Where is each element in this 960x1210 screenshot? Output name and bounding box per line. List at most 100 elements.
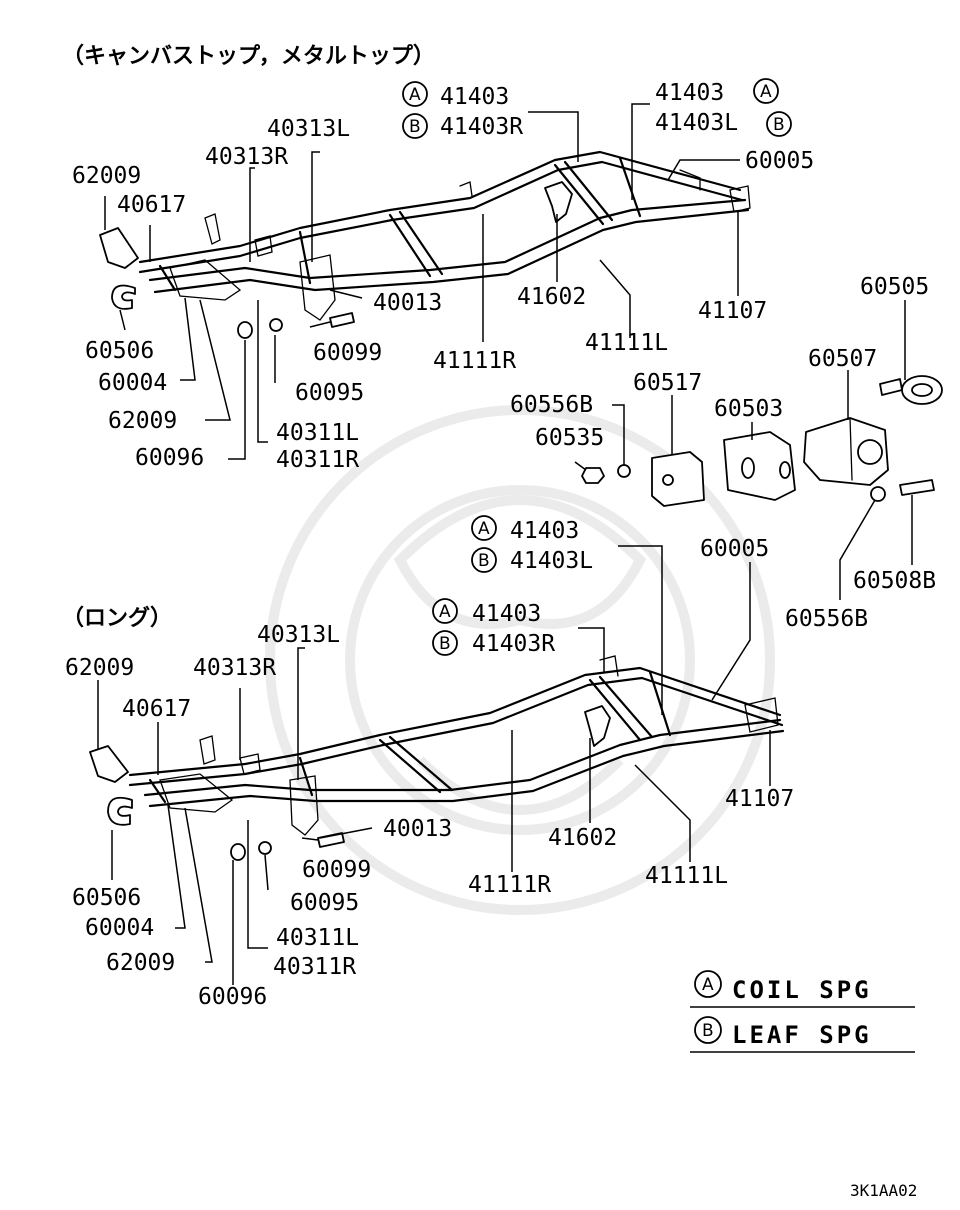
image-code: 3K1AA02	[850, 1181, 917, 1200]
marker-letter: A	[478, 519, 490, 539]
header-long: （ロング）	[62, 605, 172, 631]
label-41111R: 41111R	[433, 348, 516, 374]
marker-letter: B	[439, 634, 451, 654]
bolt-60508B-part	[899, 479, 935, 496]
label-60506: 60506	[85, 338, 154, 364]
legend-circle-a	[694, 970, 722, 998]
label-60505: 60505	[860, 274, 929, 300]
nut-60535-part	[581, 467, 605, 484]
label-41403R: 41403R	[472, 631, 555, 657]
label-60095: 60095	[295, 380, 364, 406]
top-leader-lines	[104, 103, 740, 460]
label-40313R: 40313R	[205, 144, 288, 170]
bottom-labels: A 41403 B 41403L 60005 A 41403 B 41403R …	[65, 515, 794, 1010]
hitch-parts	[581, 375, 943, 507]
label-40313L: 40313L	[257, 622, 340, 648]
bush-60096-bottom-part	[230, 843, 246, 861]
label-40311L: 40311L	[276, 925, 359, 951]
marker-letter: B	[773, 115, 785, 135]
label-60508B: 60508B	[853, 568, 936, 594]
label-41107: 41107	[725, 786, 794, 812]
nut-60095-top-part	[269, 318, 283, 332]
label-40311R: 40311R	[273, 954, 356, 980]
label-40013: 40013	[383, 816, 452, 842]
hook-60506-bottom-part	[107, 796, 133, 826]
label-41107: 41107	[698, 298, 767, 324]
label-60507: 60507	[808, 346, 877, 372]
label-60506: 60506	[72, 885, 141, 911]
nut-60556B-part	[617, 464, 631, 478]
marker-letter: A	[760, 82, 772, 102]
pad-hole	[662, 474, 674, 486]
bracket-41602-bottom-part	[584, 705, 611, 747]
bolt-60099-top-part	[329, 312, 355, 328]
marker-letter: B	[478, 551, 490, 571]
label-40617: 40617	[117, 192, 186, 218]
label-60004: 60004	[98, 370, 167, 396]
label-60517: 60517	[633, 370, 702, 396]
label-62009: 62009	[72, 163, 141, 189]
legend-letter-a: A	[702, 975, 714, 995]
label-40311R: 40311R	[276, 447, 359, 473]
circle-a-marker	[753, 78, 779, 104]
label-60096: 60096	[198, 984, 267, 1010]
plate-60503-part	[723, 431, 796, 501]
label-41403L: 41403L	[655, 110, 738, 136]
label-41602: 41602	[517, 284, 586, 310]
legend-leaf-spg: LEAF SPG	[732, 1021, 872, 1049]
label-62009: 62009	[108, 408, 177, 434]
circle-a-marker	[471, 515, 497, 541]
label-60004: 60004	[85, 915, 154, 941]
frame-top	[138, 150, 751, 321]
eye-bolt-part	[879, 378, 903, 396]
label-40311L: 40311L	[276, 420, 359, 446]
label-60556B: 60556B	[510, 392, 593, 418]
bracket-41602-top-part	[544, 181, 573, 223]
plate-hole	[741, 457, 755, 479]
eye-bolt-hole	[911, 383, 933, 397]
label-40313L: 40313L	[267, 116, 350, 142]
marker-letter: A	[409, 85, 421, 105]
label-60535: 60535	[535, 425, 604, 451]
label-41403L: 41403L	[510, 548, 593, 574]
label-60503: 60503	[714, 396, 783, 422]
plate-hole	[779, 461, 791, 479]
legend: A COIL SPG B LEAF SPG	[690, 970, 915, 1053]
circle-a-marker	[402, 81, 428, 107]
circle-b-marker	[766, 111, 792, 137]
hook-60506-part	[111, 284, 136, 310]
bolt-60099-bottom-part	[317, 832, 345, 848]
label-60099: 60099	[313, 340, 382, 366]
label-40313R: 40313R	[193, 655, 276, 681]
label-60099: 60099	[302, 857, 371, 883]
label-41403: 41403	[655, 80, 724, 106]
bottom-leader-lines	[97, 545, 771, 985]
circle-b-marker	[432, 630, 458, 656]
label-41403R: 41403R	[440, 114, 523, 140]
label-41111L: 41111L	[585, 330, 668, 356]
bush-60096-top-part	[237, 321, 253, 339]
frame-bottom	[128, 655, 785, 836]
circle-a-marker	[432, 598, 458, 624]
label-41403: 41403	[440, 84, 509, 110]
tow-hook-part	[99, 227, 139, 269]
label-40013: 40013	[373, 290, 442, 316]
circle-b-marker	[471, 547, 497, 573]
tow-hook-bottom-part	[89, 745, 129, 783]
top-labels: A 41403 B 41403R 41403 A 41403L B 40313L…	[72, 78, 814, 473]
legend-circle-b	[694, 1016, 722, 1044]
marker-letter: B	[409, 117, 421, 137]
pintle-jaw	[857, 439, 883, 465]
label-60005: 60005	[700, 536, 769, 562]
label-41111R: 41111R	[468, 872, 551, 898]
legend-letter-b: B	[702, 1021, 714, 1041]
label-41403: 41403	[510, 518, 579, 544]
pad-60517-part	[651, 451, 705, 507]
label-60556B: 60556B	[785, 606, 868, 632]
watermark-emblem	[265, 405, 775, 915]
legend-coil-spg: COIL SPG	[732, 976, 872, 1004]
marker-letter: A	[439, 602, 451, 622]
nut-60095-bottom-part	[258, 841, 272, 855]
label-62009: 62009	[65, 655, 134, 681]
